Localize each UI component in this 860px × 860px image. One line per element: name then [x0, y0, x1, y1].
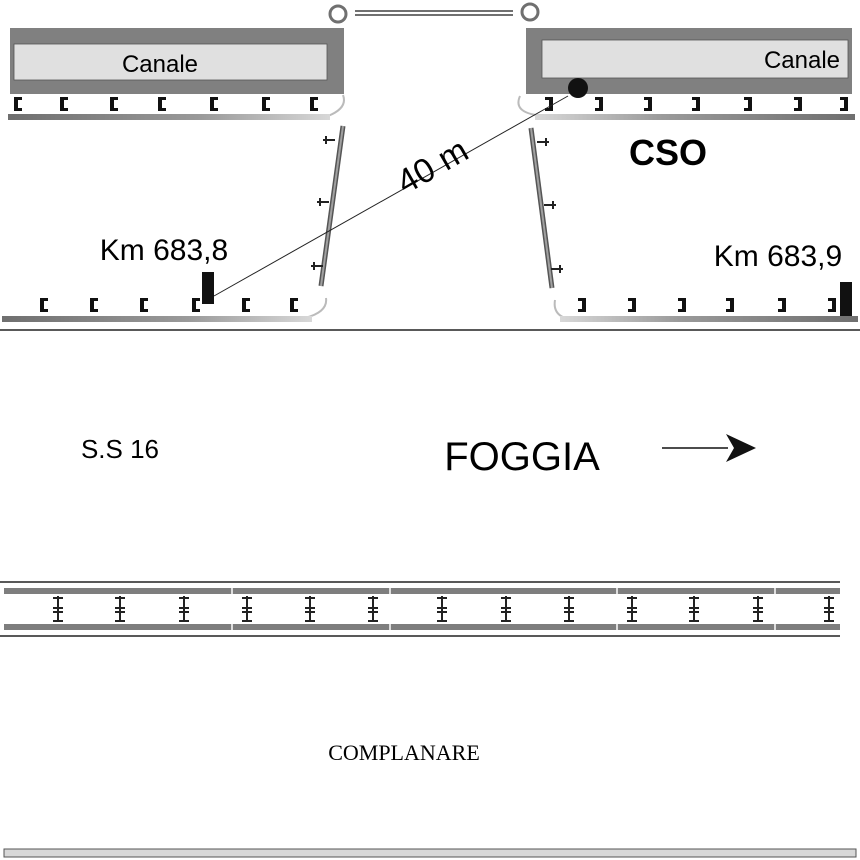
complanare-edge [3, 848, 857, 858]
km-left-post [202, 272, 214, 304]
sleepers-lower-left [40, 298, 298, 312]
track-sleepers [53, 596, 834, 622]
km-right-post [840, 282, 852, 316]
road-label: S.S 16 [81, 434, 159, 464]
diagonal-track-right [528, 127, 563, 289]
km-left-label: Km 683,8 [100, 234, 228, 267]
direction-label: FOGGIA [444, 435, 600, 479]
top-connector [328, 2, 540, 24]
km-right-label: Km 683,9 [714, 240, 842, 273]
sleepers-upper-right [545, 97, 848, 111]
platform-lower-left [2, 297, 328, 322]
distance-label: 40 m [390, 131, 474, 202]
main-track [0, 581, 840, 637]
sleepers-upper-left [14, 97, 318, 111]
diagonal-track-left [311, 125, 346, 287]
sleepers-lower-right [578, 298, 836, 312]
platform-lower-right [553, 298, 858, 322]
canal-left-label: Canale [122, 51, 198, 78]
canal-right-label: Canale [764, 47, 840, 74]
canal-left: Canale [10, 28, 344, 94]
direction-arrow-icon [662, 434, 756, 462]
cso-label: CSO [629, 132, 707, 173]
cso-marker-dot [568, 78, 588, 98]
distance-line [213, 95, 569, 297]
complanare-label: COMPLANARE [328, 740, 480, 765]
platform-upper-left [8, 94, 345, 120]
platform-upper-right [517, 95, 855, 120]
